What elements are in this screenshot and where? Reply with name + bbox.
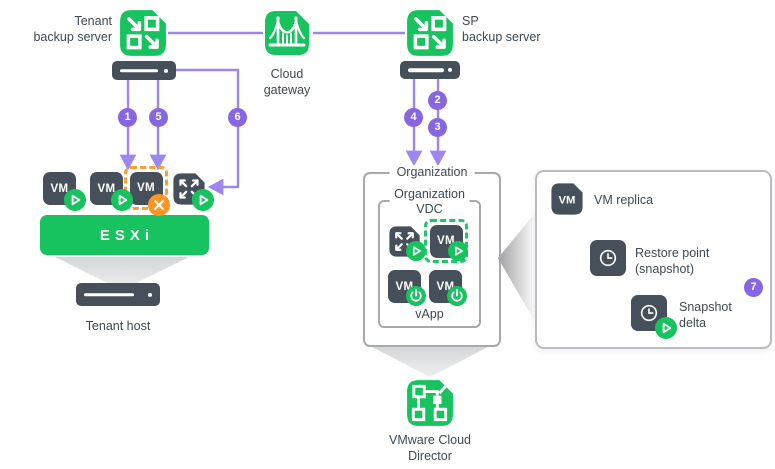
step-badge-5: 5 xyxy=(149,108,168,127)
vm-document-icon: VM xyxy=(551,183,583,215)
cloud-gateway-label: Cloud gateway xyxy=(263,67,311,98)
failed-vm-highlight: VM xyxy=(124,166,168,210)
organization-label: Organization xyxy=(389,165,475,179)
svg-text:VM: VM xyxy=(559,194,576,206)
clock-icon xyxy=(599,249,617,267)
play-icon xyxy=(192,189,214,211)
clock-icon xyxy=(640,304,658,322)
restore-point-label: Restore point (snapshot) xyxy=(635,246,710,277)
server-slot xyxy=(408,68,444,72)
callout-pointer xyxy=(498,213,535,322)
tenant-host-label: Tenant host xyxy=(85,319,151,333)
server-slot xyxy=(84,292,135,297)
tenant-backup-server-label: Tenant backup server xyxy=(33,14,112,45)
restore-point-icon xyxy=(590,240,626,276)
tenant-server-bar xyxy=(112,61,176,80)
step-badge-7: 7 xyxy=(744,278,763,297)
play-icon xyxy=(448,241,468,261)
server-led xyxy=(147,292,152,297)
tenant-backup-server-icon xyxy=(120,10,166,56)
error-cross-icon xyxy=(148,194,170,216)
organization-vdc-box: Organization VDC VM xyxy=(378,187,481,328)
vmware-cloud-director-label: VMware Cloud Director xyxy=(389,433,471,464)
step-badge-2: 2 xyxy=(428,91,447,110)
cloud-gateway-icon xyxy=(265,11,309,55)
server-led xyxy=(163,68,168,73)
arrow-step6 xyxy=(176,68,240,196)
power-icon xyxy=(447,286,467,306)
replica-vm-highlight: VM xyxy=(424,219,468,263)
vapp-label: vApp xyxy=(415,306,444,321)
vmware-cloud-director-icon xyxy=(407,380,453,426)
step-badge-1: 1 xyxy=(118,108,137,127)
step-badge-6: 6 xyxy=(228,108,247,127)
server-slot xyxy=(120,68,159,73)
play-icon xyxy=(64,189,86,211)
vm-icon: VM xyxy=(429,224,463,258)
sp-backup-server-label: SP backup server xyxy=(462,14,541,45)
esxi-label: ESXi xyxy=(99,226,155,244)
esxi-box: ESXi xyxy=(40,215,209,255)
step-badge-3: 3 xyxy=(428,118,447,137)
step-badge-4: 4 xyxy=(404,108,423,127)
snapshot-delta-label: Snapshot delta xyxy=(679,300,732,331)
replica-detail-box: VM VM replica Restore point (snapshot) S… xyxy=(535,170,772,349)
play-icon xyxy=(406,241,426,261)
sp-backup-server-icon xyxy=(407,10,453,56)
server-led xyxy=(447,67,452,73)
organization-box: Organization Organization VDC xyxy=(363,165,501,347)
power-icon xyxy=(406,286,426,306)
tenant-host-bar xyxy=(76,283,160,306)
play-icon xyxy=(655,317,677,339)
organization-vdc-label: Organization VDC xyxy=(389,187,470,216)
vm-replica-label: VM replica xyxy=(594,193,654,207)
org-director-funnel xyxy=(372,347,488,377)
sp-server-bar xyxy=(400,61,460,79)
play-icon xyxy=(111,189,133,211)
